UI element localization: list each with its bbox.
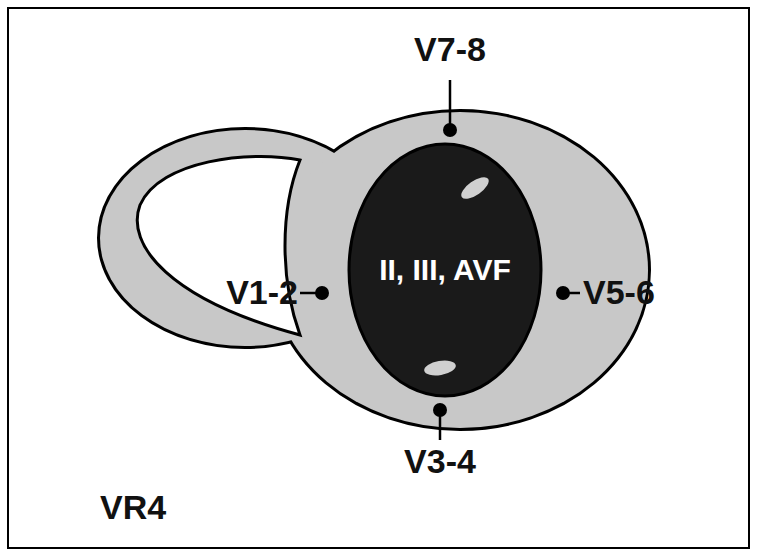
cavity-region: II, III, AVF <box>365 180 525 360</box>
frame <box>8 8 749 548</box>
electrode-dot <box>433 403 447 417</box>
lv-cavity <box>349 144 541 396</box>
lead-group-text: II, III, AVF <box>379 252 511 288</box>
lv-wall <box>272 112 648 428</box>
lead-label: V1-2 <box>226 273 298 312</box>
electrode-dot <box>556 286 570 300</box>
leader-line <box>449 80 452 126</box>
lead-label: V5-6 <box>583 273 655 312</box>
lv-wall-outline <box>272 112 648 428</box>
papillary-muscle <box>423 358 457 377</box>
electrode-dot <box>315 286 329 300</box>
lead-label: V3-4 <box>404 442 476 481</box>
rv-cavity <box>137 156 300 335</box>
lead-label: VR4 <box>100 488 166 527</box>
lead-label: V7-8 <box>414 30 486 69</box>
papillary-muscle <box>458 173 492 203</box>
electrode-dot <box>443 123 457 137</box>
